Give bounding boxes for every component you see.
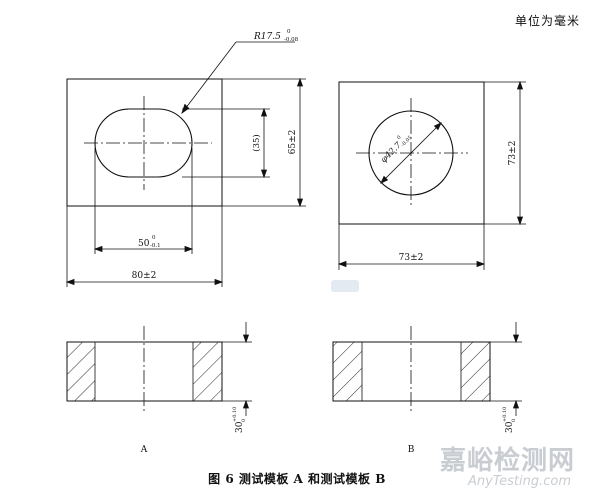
section-a-outline xyxy=(66,341,223,402)
height-a-label: 65±2 xyxy=(288,130,298,155)
template-a-outline xyxy=(66,78,223,207)
slot-height-label: (35) xyxy=(251,134,262,151)
radius-tol-upper: 0 xyxy=(287,29,291,35)
thickness-b-label: 30 xyxy=(505,421,515,433)
figure-caption: 图 6 测试模板 A 和测试模板 B xyxy=(208,472,386,486)
slot-tol-upper: 0 xyxy=(152,235,156,241)
thickness-a-tol-lower: 0 xyxy=(241,419,247,422)
thickness-b-tol-lower: 0 xyxy=(511,419,517,422)
diameter-tol-upper: 0 xyxy=(396,135,402,141)
watermark-text: 嘉峪检测网 xyxy=(440,446,576,476)
radius-tol-lower: -0.08 xyxy=(284,37,299,43)
unit-label: 单位为毫米 xyxy=(514,14,580,28)
width-b-label: 73±2 xyxy=(399,253,424,263)
template-b-outline xyxy=(338,81,485,225)
thickness-a-tol-upper: +0.10 xyxy=(232,407,238,422)
diameter-line xyxy=(380,122,442,184)
slot-tol-lower: -0.1 xyxy=(150,243,161,249)
section-b-outline xyxy=(332,341,491,402)
thickness-b-tol-upper: +0.10 xyxy=(502,407,508,422)
section-a-letter: A xyxy=(140,445,148,455)
radius-leader xyxy=(181,41,237,114)
thickness-a-label: 30 xyxy=(235,421,245,433)
radius-label: R17.5 xyxy=(253,32,281,42)
diameter-tol-lower: -0.05 xyxy=(400,135,413,148)
section-b-letter: B xyxy=(408,445,415,455)
height-b-label: 73±2 xyxy=(508,141,518,166)
slot-length-label: 50 xyxy=(138,239,150,249)
watermark-subtext: AnyTesting.com xyxy=(468,474,572,489)
width-a-label: 80±2 xyxy=(132,271,157,281)
watermark-badge xyxy=(331,280,359,292)
